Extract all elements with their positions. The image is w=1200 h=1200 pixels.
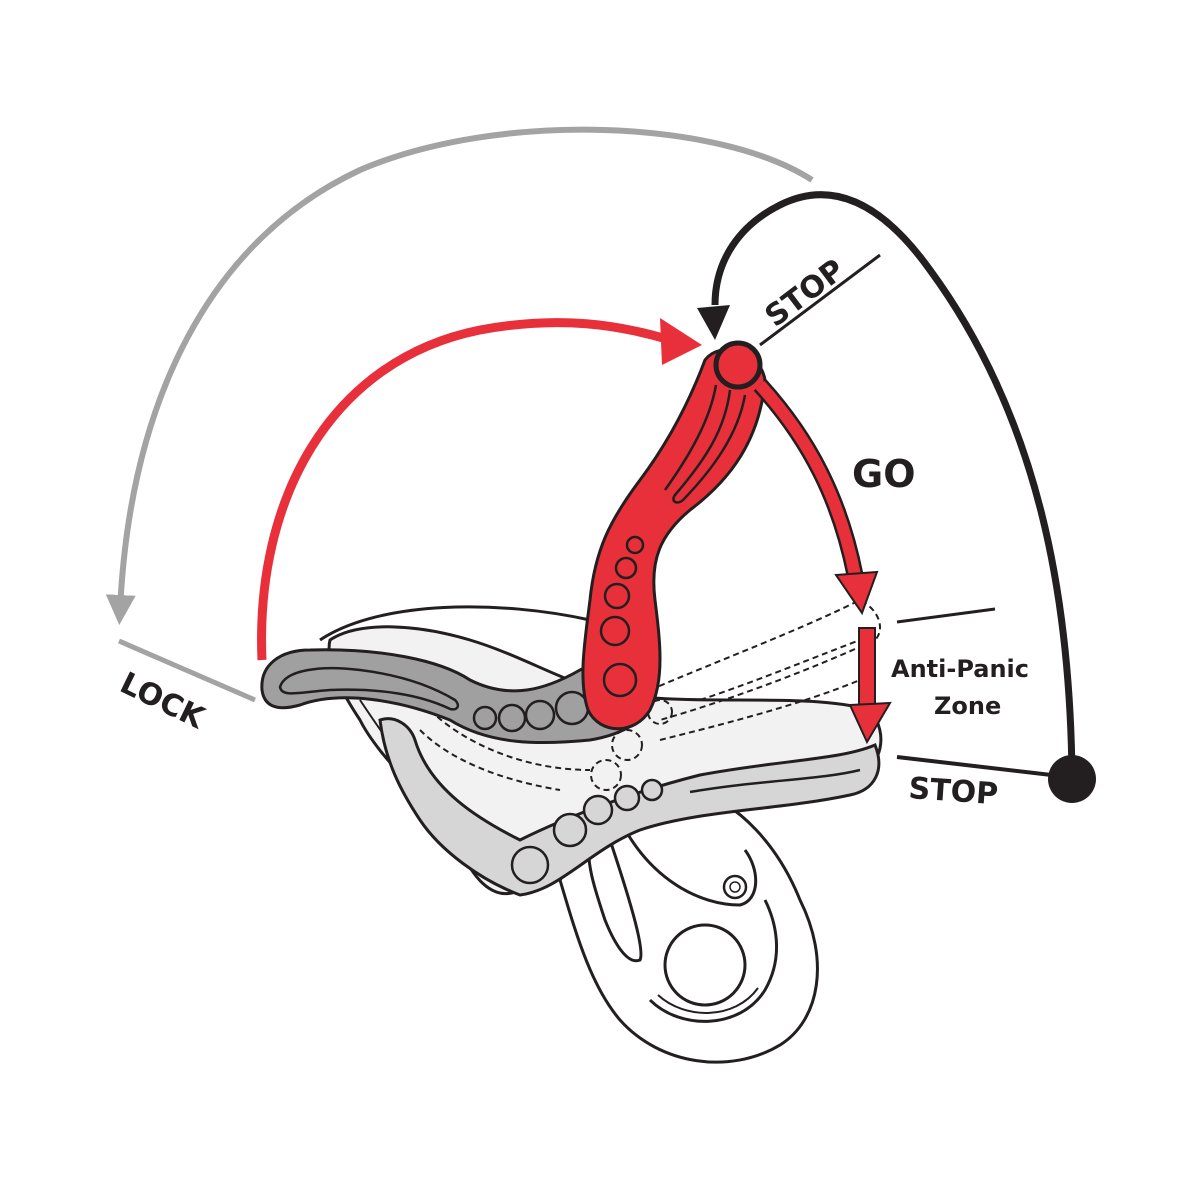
label-go: GO [852,452,916,496]
handle-pivot [713,340,763,390]
stop-top-leader-line [759,253,881,347]
black-arrow [711,191,1076,776]
hidden-handle-outline [419,598,881,791]
handle-stop-position [581,340,767,731]
cam-lever [587,838,643,963]
stop-bottom-leader-line [896,755,1061,778]
gray-arrow [105,126,814,625]
label-stop-bottom: STOP [907,771,999,812]
bottom-stop-dot [1048,755,1096,803]
label-zone: Zone [934,692,1001,720]
anti-panic-leader-line [896,607,996,624]
body-top-edge [319,605,591,642]
go-arrow-head [834,570,879,616]
attachment-slot [648,899,779,1023]
lock-leader-line [118,638,256,703]
attachment-hole [663,923,747,1007]
label-stop-top: STOP [759,253,852,335]
torx-screw-icon [722,874,748,900]
black-arrow-head [697,305,730,340]
anti-panic-arrow-head [848,701,892,745]
anti-panic-arrow [858,627,876,707]
handle-lock-position [260,648,652,745]
red-arrow-head [660,318,702,365]
label-anti-panic: Anti-Panic [891,655,1029,683]
go-arrow [753,379,864,577]
red-arrow [257,318,672,661]
lower-guide-holes [510,778,664,885]
